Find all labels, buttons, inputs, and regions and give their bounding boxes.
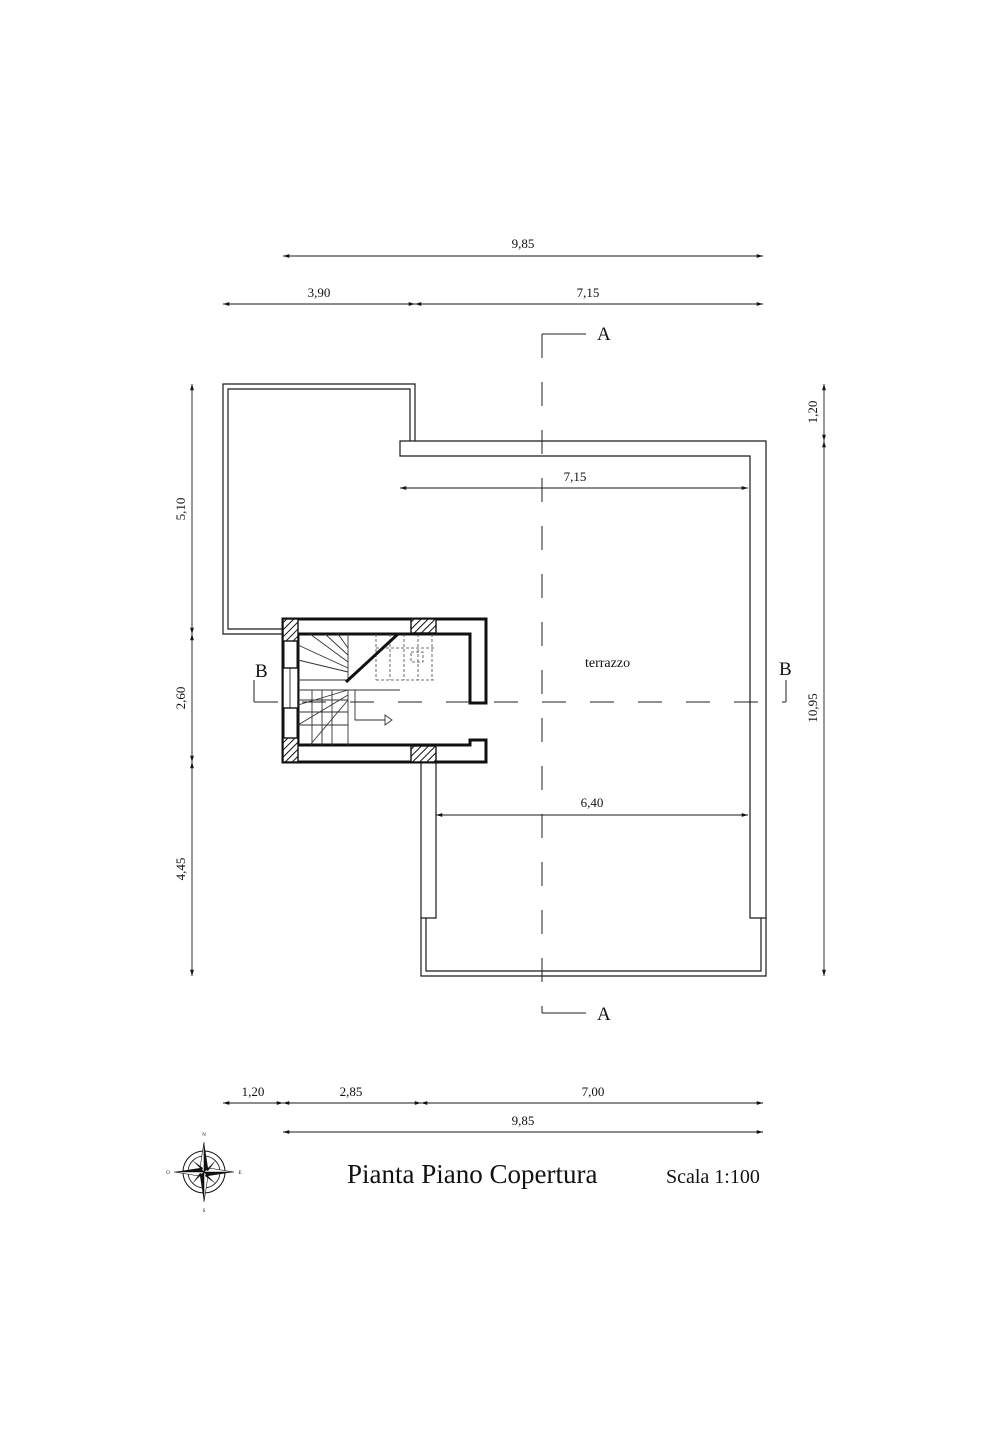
compass-rose-icon: N S E O: [166, 1133, 241, 1214]
dim-top-left: 3,90: [308, 285, 331, 300]
dim-bottom-b: 2,85: [340, 1084, 363, 1099]
column-top-mid: [410, 618, 437, 634]
compass-north: N: [202, 1133, 206, 1138]
dim-right-top: 1,20: [805, 401, 820, 424]
section-a-bottom-label: A: [597, 1004, 611, 1025]
compass-west: O: [166, 1171, 170, 1176]
dim-left-bottom: 4,45: [173, 858, 188, 881]
section-a-top-label: A: [597, 324, 611, 345]
parapet-bottom-inner: [425, 918, 762, 972]
compass-south: S: [203, 1209, 206, 1214]
dim-inner-top: 7,15: [564, 469, 587, 484]
dim-left-top: 5,10: [173, 498, 188, 521]
dimension-labels: 9,85 3,90 7,15 7,15 6,40 5,10 2,60 4,45 …: [173, 236, 820, 1128]
terrace-left-inner: [227, 388, 411, 630]
dimension-lines: [190, 254, 826, 1134]
parapet-bottom-outer: [420, 918, 767, 977]
stair-flights: [297, 633, 400, 746]
dim-top-total: 9,85: [512, 236, 535, 251]
section-b-left-label: B: [255, 661, 268, 682]
dim-left-mid: 2,60: [173, 687, 188, 710]
stair-window-left: [282, 667, 299, 709]
section-b-right-label: B: [779, 659, 792, 680]
compass-east: E: [238, 1171, 241, 1176]
dim-bottom-total: 9,85: [512, 1113, 535, 1128]
drawing-title: Pianta Piano Copertura: [347, 1159, 597, 1189]
column-bottom-left: [282, 737, 299, 763]
section-lines: [253, 333, 787, 1014]
dim-bottom-c: 7,00: [582, 1084, 605, 1099]
drawing-scale: Scala 1:100: [666, 1166, 760, 1188]
parapet-left-lower: [420, 762, 437, 919]
dim-inner-bottom: 6,40: [581, 795, 604, 810]
roof-plan: [222, 383, 767, 977]
stair-railing: [344, 632, 400, 684]
dim-top-right: 7,15: [577, 285, 600, 300]
dim-right-total: 10,95: [805, 693, 820, 722]
dim-bottom-a: 1,20: [242, 1084, 265, 1099]
parapet-outer: [399, 440, 767, 919]
column-bottom-mid: [410, 745, 437, 763]
stair-core: [281, 617, 488, 764]
terrace-left-outer: [222, 383, 416, 635]
room-label-terrazzo: terrazzo: [585, 656, 630, 671]
column-top-left: [282, 618, 299, 642]
stair-dashed: [375, 634, 436, 681]
